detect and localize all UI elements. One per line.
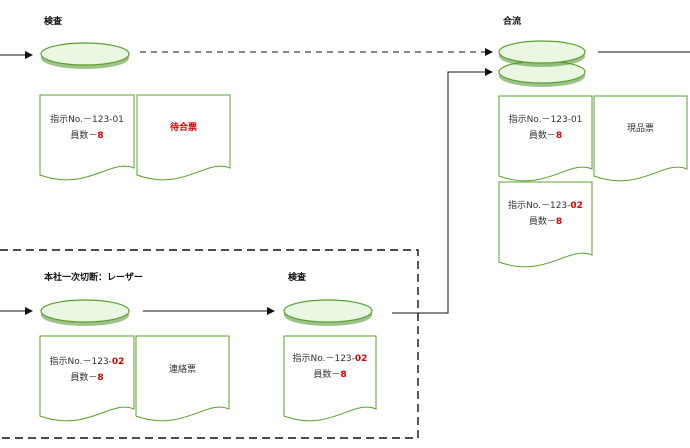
- process-ellipse-inspection-bottom: [283, 299, 373, 326]
- stage-label-inspection-bottom: 検査: [288, 273, 307, 283]
- document-4-text: 現品票: [626, 124, 654, 134]
- document-2-text: 待合票: [169, 123, 197, 133]
- process-ellipse-merge-front: [498, 40, 586, 67]
- stage-label-merge: 合流: [503, 17, 522, 27]
- document-3-text: 指示No.－123-01 員数－8: [508, 115, 583, 141]
- document-shape-7: [135, 335, 230, 422]
- document-7-text: 連絡票: [168, 365, 196, 375]
- document-shape-2: [136, 94, 231, 181]
- document-shape-3: [498, 95, 593, 182]
- process-ellipse-inspection-top: [40, 42, 130, 69]
- document-shape-8: [283, 335, 377, 422]
- flow-arrow-inspection-to-merge-lower: [392, 68, 493, 314]
- stage-label-inspection-top: 検査: [44, 17, 63, 27]
- process-ellipse-merge-back: [498, 60, 586, 87]
- document-shape-1: [39, 94, 135, 181]
- document-shape-6: [39, 335, 135, 422]
- document-1-text: 指示No.－123-01 員数－8: [50, 115, 124, 141]
- document-8-text: 指示No.－123-02 員数－8: [292, 354, 368, 380]
- document-6-text: 指示No.－123-02 員数－8: [49, 357, 125, 383]
- document-shape-4: [593, 95, 688, 182]
- process-ellipse-laser: [40, 299, 130, 326]
- stage-label-laser-cutting: 本社一次切断：レーザー: [44, 273, 143, 283]
- group-boundary-dashed: [0, 249, 419, 439]
- document-shape-5: [498, 181, 593, 268]
- document-5-text: 指示No.－123-02 員数－8: [508, 201, 583, 227]
